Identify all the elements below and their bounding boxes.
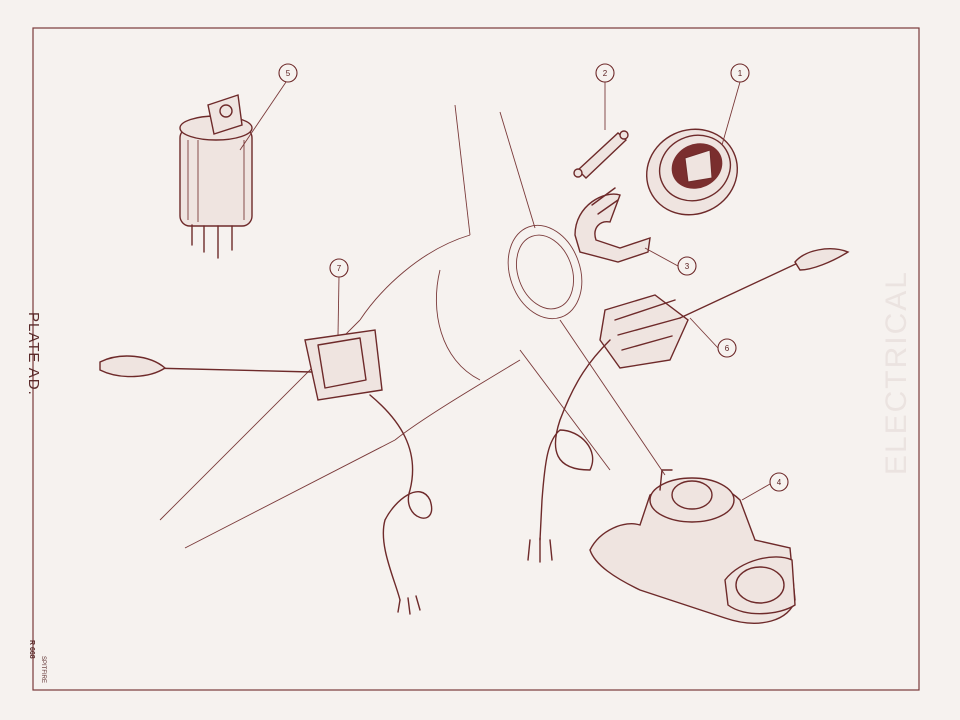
callout-number: 1	[738, 69, 743, 78]
callout-number: 4	[777, 478, 782, 487]
callout-4: 4	[769, 472, 789, 492]
plate-border	[32, 27, 920, 691]
part-3-slip-ring	[574, 187, 651, 263]
part-4-horn	[589, 469, 796, 624]
callout-2: 2	[595, 63, 615, 83]
plate-title: PLATE AD.	[25, 312, 42, 396]
callout-number: 7	[337, 264, 342, 273]
part-6-indicator-switch	[527, 248, 850, 563]
callout-number: 3	[685, 262, 690, 271]
callout-7: 7	[329, 258, 349, 278]
callout-number: 6	[725, 344, 730, 353]
plate-vehicle: SPITFIRE	[40, 656, 46, 684]
part-1-horn-push	[645, 128, 739, 216]
part-7-dip-switch	[99, 329, 433, 615]
callout-5: 5	[278, 63, 298, 83]
leader-lines	[239, 81, 771, 501]
callout-number: 2	[603, 69, 608, 78]
callout-3: 3	[677, 256, 697, 276]
callout-1: 1	[730, 63, 750, 83]
callout-number: 5	[286, 69, 291, 78]
plate-ref-code: R 668	[28, 640, 35, 659]
part-5-flasher-unit	[179, 94, 253, 259]
part-2-contact-pin	[573, 130, 629, 179]
callout-6: 6	[717, 338, 737, 358]
